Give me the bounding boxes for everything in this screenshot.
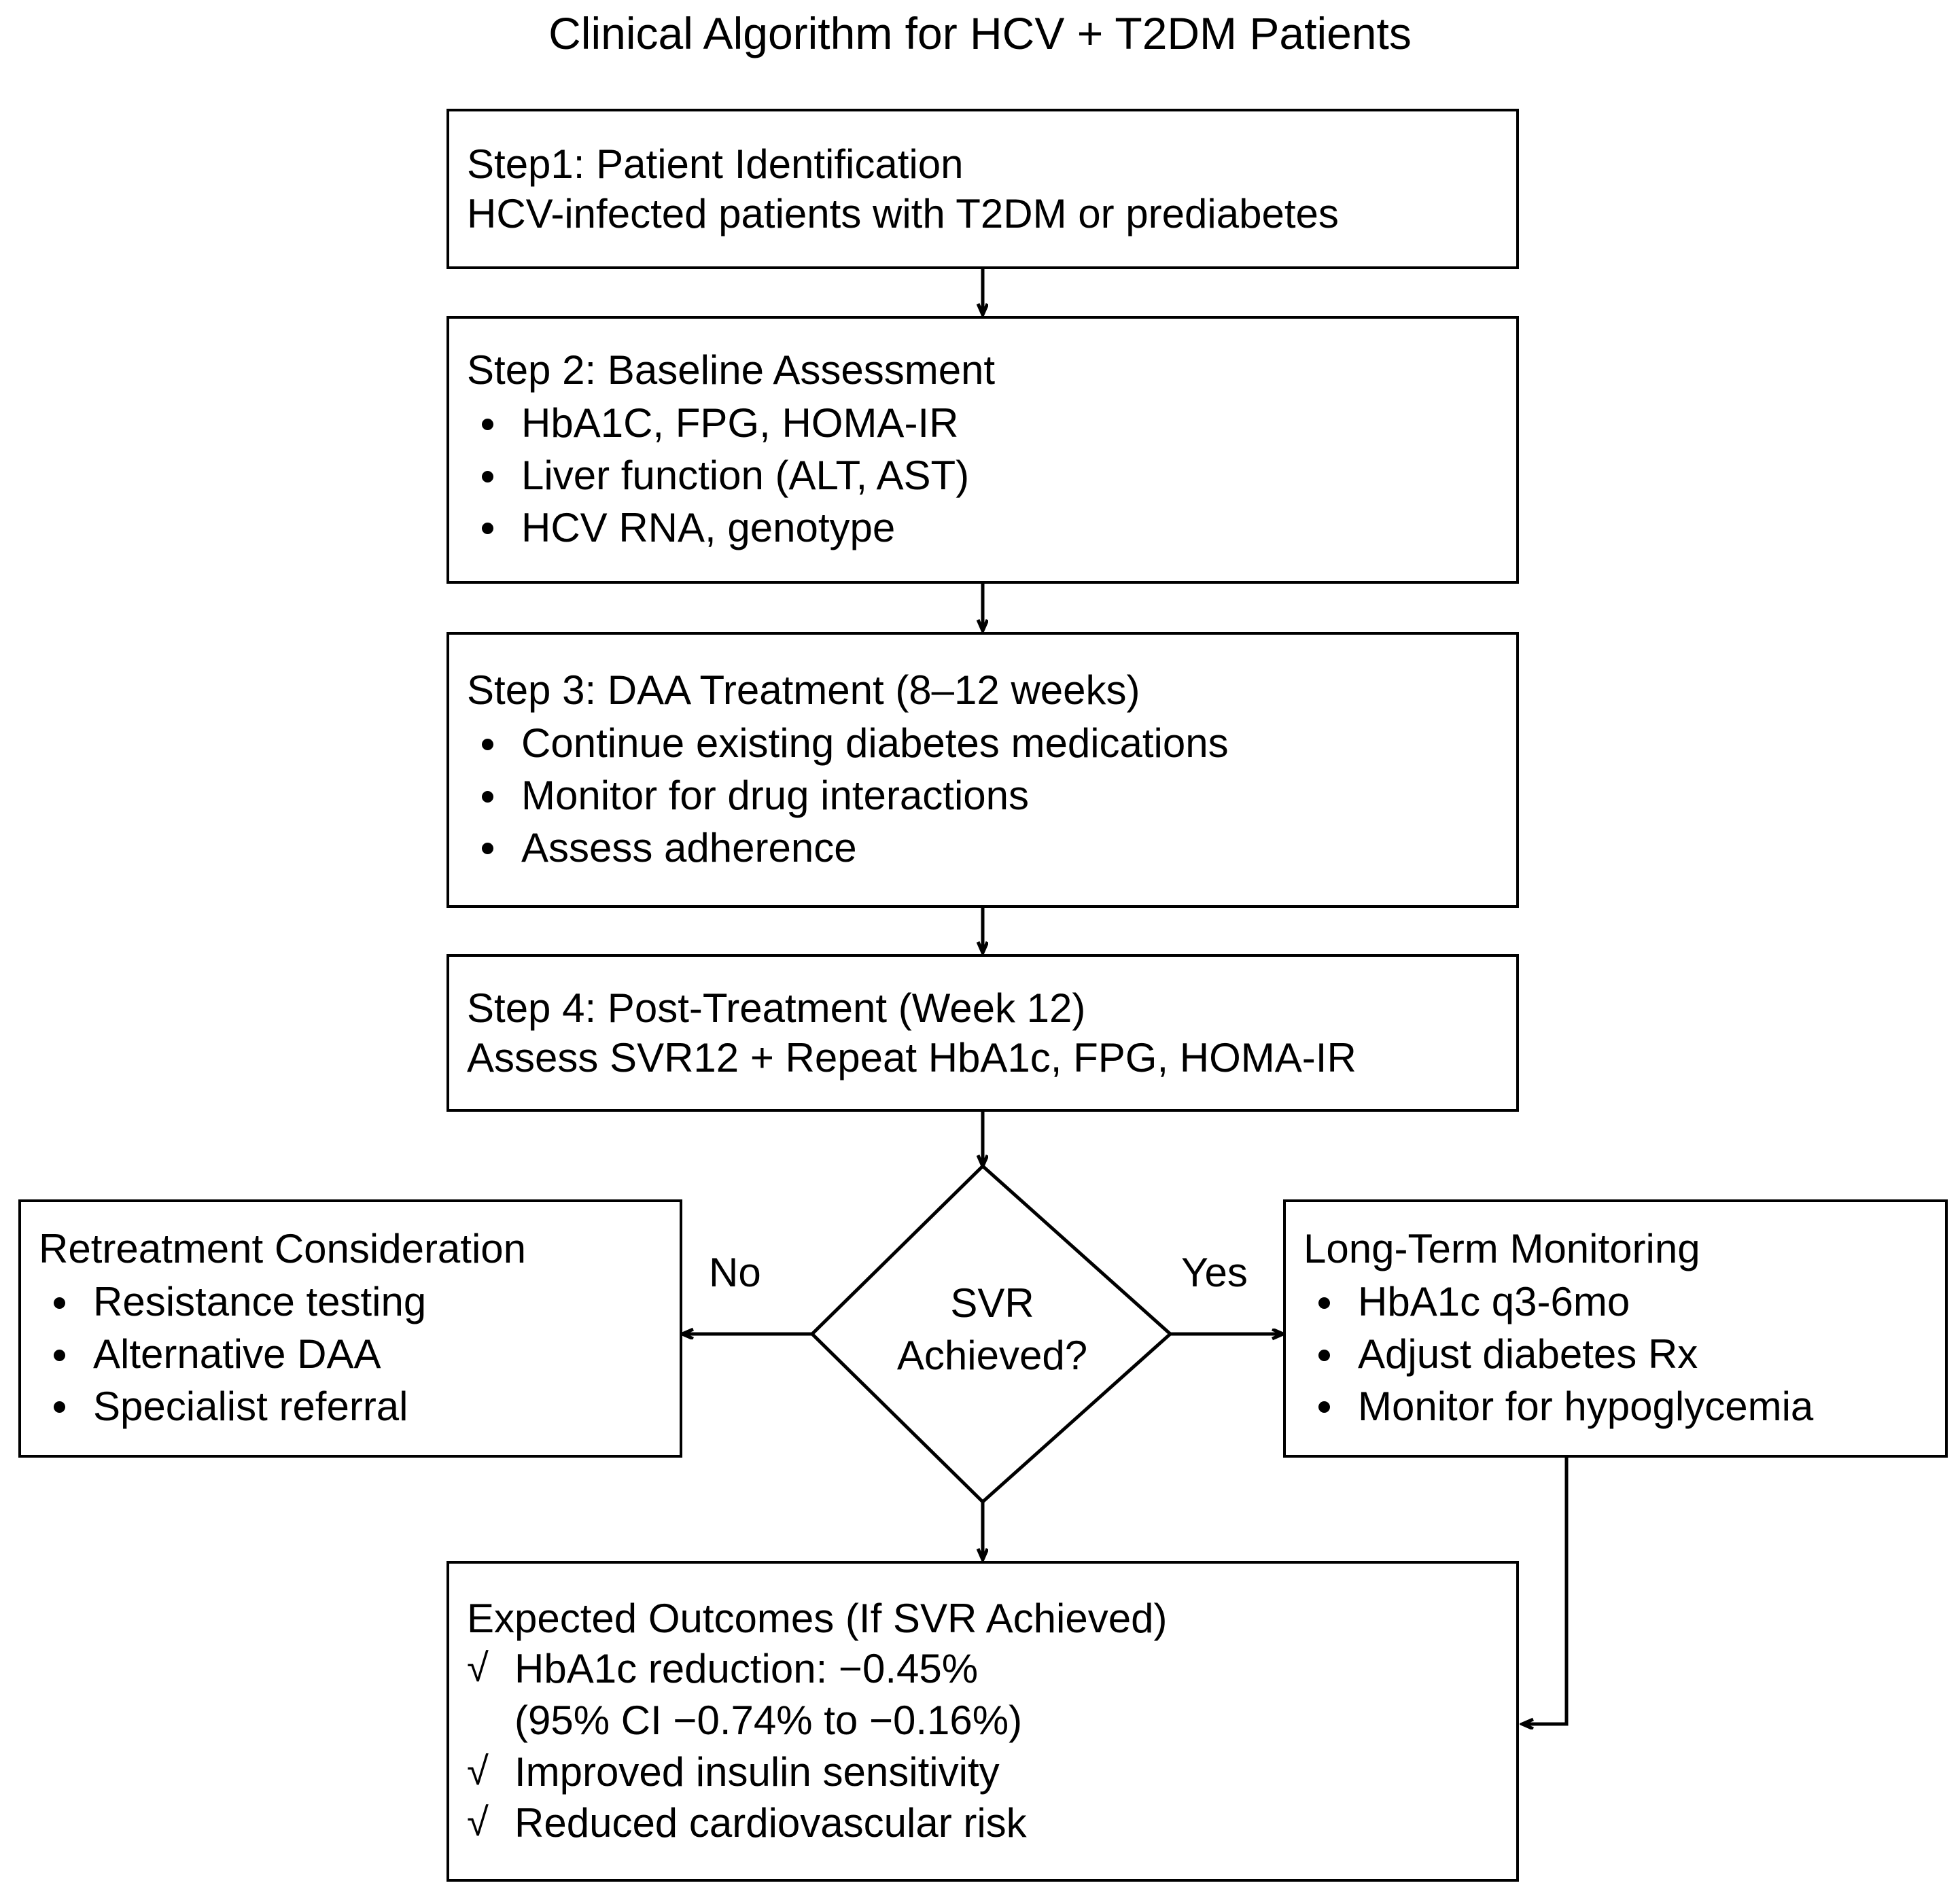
decision-label-line1: SVR bbox=[950, 1280, 1034, 1326]
list-item: HbA1C, FPG, HOMA-IR bbox=[467, 398, 1499, 450]
node-retreatment-title: Retreatment Consideration bbox=[39, 1226, 527, 1272]
branch-label-no: No bbox=[709, 1250, 761, 1295]
list-item: Specialist referral bbox=[39, 1381, 662, 1433]
list-item-label: Assess adherence bbox=[521, 824, 857, 871]
bullet-dot-icon bbox=[482, 418, 493, 430]
list-item-label: HCV RNA, genotype bbox=[521, 504, 896, 550]
list-item: Monitor for hypoglycemia bbox=[1303, 1381, 1927, 1433]
list-item-label: HbA1C, FPG, HOMA-IR bbox=[521, 400, 959, 446]
list-item-label: Monitor for hypoglycemia bbox=[1358, 1383, 1814, 1429]
node-step1-body: Step1: Patient Identification HCV-infect… bbox=[449, 139, 1516, 239]
decision-diamond-label: SVR Achieved? bbox=[813, 1278, 1172, 1382]
node-step3-body: Step 3: DAA Treatment (8–12 weeks) Conti… bbox=[449, 665, 1516, 875]
list-item: √ HbA1c reduction: −0.45% (95% CI −0.74%… bbox=[467, 1643, 1499, 1746]
node-step3-daa-treatment: Step 3: DAA Treatment (8–12 weeks) Conti… bbox=[447, 632, 1519, 908]
node-step1-title: Step1: Patient Identification bbox=[467, 141, 964, 187]
bullet-dot-icon bbox=[482, 790, 493, 803]
node-longterm-bullet-list: HbA1c q3-6mo Adjust diabetes Rx Monitor … bbox=[1303, 1276, 1927, 1433]
list-item: Alternative DAA bbox=[39, 1329, 662, 1381]
list-item-label: Specialist referral bbox=[93, 1383, 408, 1429]
list-item-label: Resistance testing bbox=[93, 1279, 427, 1325]
check-icon: √ bbox=[467, 1800, 489, 1845]
list-item-label: Adjust diabetes Rx bbox=[1358, 1331, 1698, 1377]
node-step4-title: Step 4: Post-Treatment (Week 12) bbox=[467, 985, 1086, 1031]
bullet-dot-icon bbox=[1318, 1349, 1330, 1361]
list-item-label: Reduced cardiovascular risk bbox=[514, 1800, 1027, 1846]
list-item-continuation: (95% CI −0.74% to −0.16%) bbox=[514, 1698, 1023, 1743]
list-item-label: Monitor for drug interactions bbox=[521, 773, 1030, 819]
node-step3-title: Step 3: DAA Treatment (8–12 weeks) bbox=[467, 667, 1140, 714]
list-item: Resistance testing bbox=[39, 1276, 662, 1329]
list-item-label: HbA1c q3-6mo bbox=[1358, 1279, 1630, 1325]
node-step1-subtitle: HCV-infected patients with T2DM or predi… bbox=[467, 191, 1339, 236]
list-item-label: Continue existing diabetes medications bbox=[521, 720, 1229, 767]
node-step4-subtitle: Assess SVR12 + Repeat HbA1c, FPG, HOMA-I… bbox=[467, 1035, 1357, 1080]
node-step1-patient-identification: Step1: Patient Identification HCV-infect… bbox=[447, 109, 1519, 269]
node-step3-bullet-list: Continue existing diabetes medications M… bbox=[467, 718, 1499, 874]
branch-label-yes: Yes bbox=[1181, 1250, 1248, 1295]
list-item: √ Improved insulin sensitivity bbox=[467, 1746, 1499, 1798]
bullet-dot-icon bbox=[1318, 1297, 1330, 1309]
node-longterm-body: Long-Term Monitoring HbA1c q3-6mo Adjust… bbox=[1286, 1224, 1945, 1433]
node-long-term-monitoring: Long-Term Monitoring HbA1c q3-6mo Adjust… bbox=[1283, 1199, 1948, 1458]
bullet-dot-icon bbox=[482, 470, 493, 482]
node-retreatment-body: Retreatment Consideration Resistance tes… bbox=[21, 1224, 680, 1433]
decision-label-line2: Achieved? bbox=[896, 1332, 1088, 1378]
node-outcomes-body: Expected Outcomes (If SVR Achieved) √ Hb… bbox=[449, 1594, 1516, 1849]
list-item-label: Alternative DAA bbox=[93, 1331, 381, 1377]
bullet-dot-icon bbox=[54, 1349, 65, 1361]
list-item: √ Reduced cardiovascular risk bbox=[467, 1797, 1499, 1849]
list-item-label: Improved insulin sensitivity bbox=[514, 1748, 1000, 1795]
node-retreatment-consideration: Retreatment Consideration Resistance tes… bbox=[18, 1199, 682, 1458]
bullet-dot-icon bbox=[1318, 1401, 1330, 1413]
list-item: Liver function (ALT, AST) bbox=[467, 450, 1499, 502]
list-item: HCV RNA, genotype bbox=[467, 502, 1499, 555]
list-item-label: Liver function (ALT, AST) bbox=[521, 453, 970, 499]
node-outcomes-check-list: √ HbA1c reduction: −0.45% (95% CI −0.74%… bbox=[467, 1643, 1499, 1848]
check-icon: √ bbox=[467, 1646, 489, 1691]
node-expected-outcomes: Expected Outcomes (If SVR Achieved) √ Hb… bbox=[447, 1561, 1519, 1882]
bullet-dot-icon bbox=[482, 523, 493, 535]
page-title: Clinical Algorithm for HCV + T2DM Patien… bbox=[548, 8, 1412, 58]
node-longterm-title: Long-Term Monitoring bbox=[1303, 1226, 1700, 1272]
node-step4-post-treatment: Step 4: Post-Treatment (Week 12) Assess … bbox=[447, 954, 1519, 1112]
list-item: Continue existing diabetes medications bbox=[467, 718, 1499, 770]
list-item: Assess adherence bbox=[467, 822, 1499, 875]
node-step4-body: Step 4: Post-Treatment (Week 12) Assess … bbox=[449, 983, 1516, 1083]
arrow-longterm-outcomes bbox=[1522, 1458, 1569, 1724]
list-item: Monitor for drug interactions bbox=[467, 770, 1499, 822]
check-icon: √ bbox=[467, 1748, 489, 1793]
bullet-dot-icon bbox=[54, 1401, 65, 1413]
list-item: Adjust diabetes Rx bbox=[1303, 1329, 1927, 1381]
list-item: HbA1c q3-6mo bbox=[1303, 1276, 1927, 1329]
node-outcomes-title: Expected Outcomes (If SVR Achieved) bbox=[467, 1596, 1168, 1642]
node-step2-bullet-list: HbA1C, FPG, HOMA-IR Liver function (ALT,… bbox=[467, 398, 1499, 554]
list-item-label: HbA1c reduction: −0.45% bbox=[514, 1646, 979, 1692]
node-retreatment-bullet-list: Resistance testing Alternative DAA Speci… bbox=[39, 1276, 662, 1433]
bullet-dot-icon bbox=[482, 738, 493, 750]
node-step2-baseline-assessment: Step 2: Baseline Assessment HbA1C, FPG, … bbox=[447, 316, 1519, 584]
node-step2-body: Step 2: Baseline Assessment HbA1C, FPG, … bbox=[449, 345, 1516, 555]
bullet-dot-icon bbox=[54, 1297, 65, 1309]
node-step2-title: Step 2: Baseline Assessment bbox=[467, 347, 996, 393]
bullet-dot-icon bbox=[482, 843, 493, 855]
